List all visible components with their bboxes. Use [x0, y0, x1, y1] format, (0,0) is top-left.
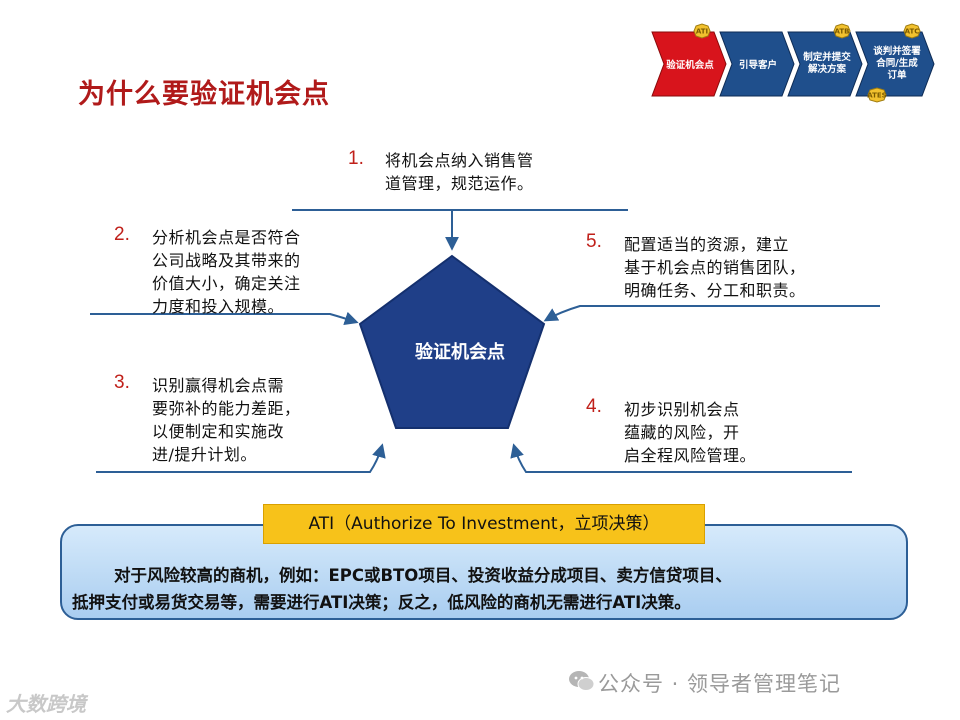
process-step-2-label: 引导客户: [739, 59, 777, 71]
item-3-text: 识别赢得机会点需要弥补的能力差距， 以便制定和实施改进/提升计划。: [152, 376, 301, 464]
item-5-text: 配置适当的资源，建立基于机会点的销售团队，明确任务、分工和职责。: [624, 235, 806, 300]
process-step-1[interactable]: 验证机会点: [651, 31, 727, 97]
process-chevrons: 验证机会点 引导客户 制定并提交解决方案 谈判并签署合同/生成订单 ATI AT…: [651, 23, 935, 103]
svg-text:ATI: ATI: [696, 28, 708, 36]
item-4-text: 初步识别机会点蕴藏的风险，开启全程风险管理。: [624, 400, 757, 465]
item-5-number: 5.: [586, 231, 602, 252]
item-1-text: 将机会点纳入销售管道管理，规范运作。: [385, 151, 534, 193]
item-2-number: 2.: [114, 224, 130, 245]
process-step-2[interactable]: 引导客户: [719, 31, 795, 97]
watermark-left: 大数跨境: [6, 692, 86, 716]
item-2-text: 分析机会点是否符合公司战略及其带来的 价值大小，确定关注力度和投入规模。: [152, 228, 301, 316]
page-title: 为什么要验证机会点: [78, 79, 330, 110]
ati-body: 对于风险较高的商机，例如：EPC或BTO项目、投资收益分成项目、卖方信贷项目、 …: [72, 562, 902, 616]
svg-text:ATES: ATES: [867, 92, 886, 100]
svg-text:ATC: ATC: [905, 28, 920, 36]
item-4-number: 4.: [586, 396, 602, 417]
pentagon-shape: [358, 254, 546, 429]
process-step-4-label: 谈判并签署合同/生成订单: [873, 45, 921, 81]
badge-atb: ATB: [833, 23, 851, 39]
ati-body-line-1: 对于风险较高的商机，例如：EPC或BTO项目、投资收益分成项目、卖方信贷项目、: [114, 566, 732, 585]
badge-atc: ATC: [903, 23, 921, 39]
watermark-text: 公众号 · 领导者管理笔记: [598, 672, 842, 696]
process-step-4[interactable]: 谈判并签署合同/生成订单: [855, 31, 935, 97]
wechat-icon: [569, 671, 595, 691]
ati-body-line-2: 抵押支付或易货交易等，需要进行ATI决策；反之，低风险的商机无需进行ATI决策。: [72, 593, 691, 612]
item-1-number: 1.: [348, 148, 364, 169]
badge-ati: ATI: [693, 23, 711, 39]
process-step-3-label: 制定并提交解决方案: [803, 51, 851, 75]
svg-text:ATB: ATB: [835, 28, 850, 36]
item-3-number: 3.: [114, 372, 130, 393]
badge-ates: ATES: [867, 87, 887, 103]
process-step-1-label: 验证机会点: [666, 59, 714, 71]
ati-title: ATI（Authorize To Investment，立项决策）: [263, 504, 705, 544]
center-label: 验证机会点: [415, 342, 505, 363]
